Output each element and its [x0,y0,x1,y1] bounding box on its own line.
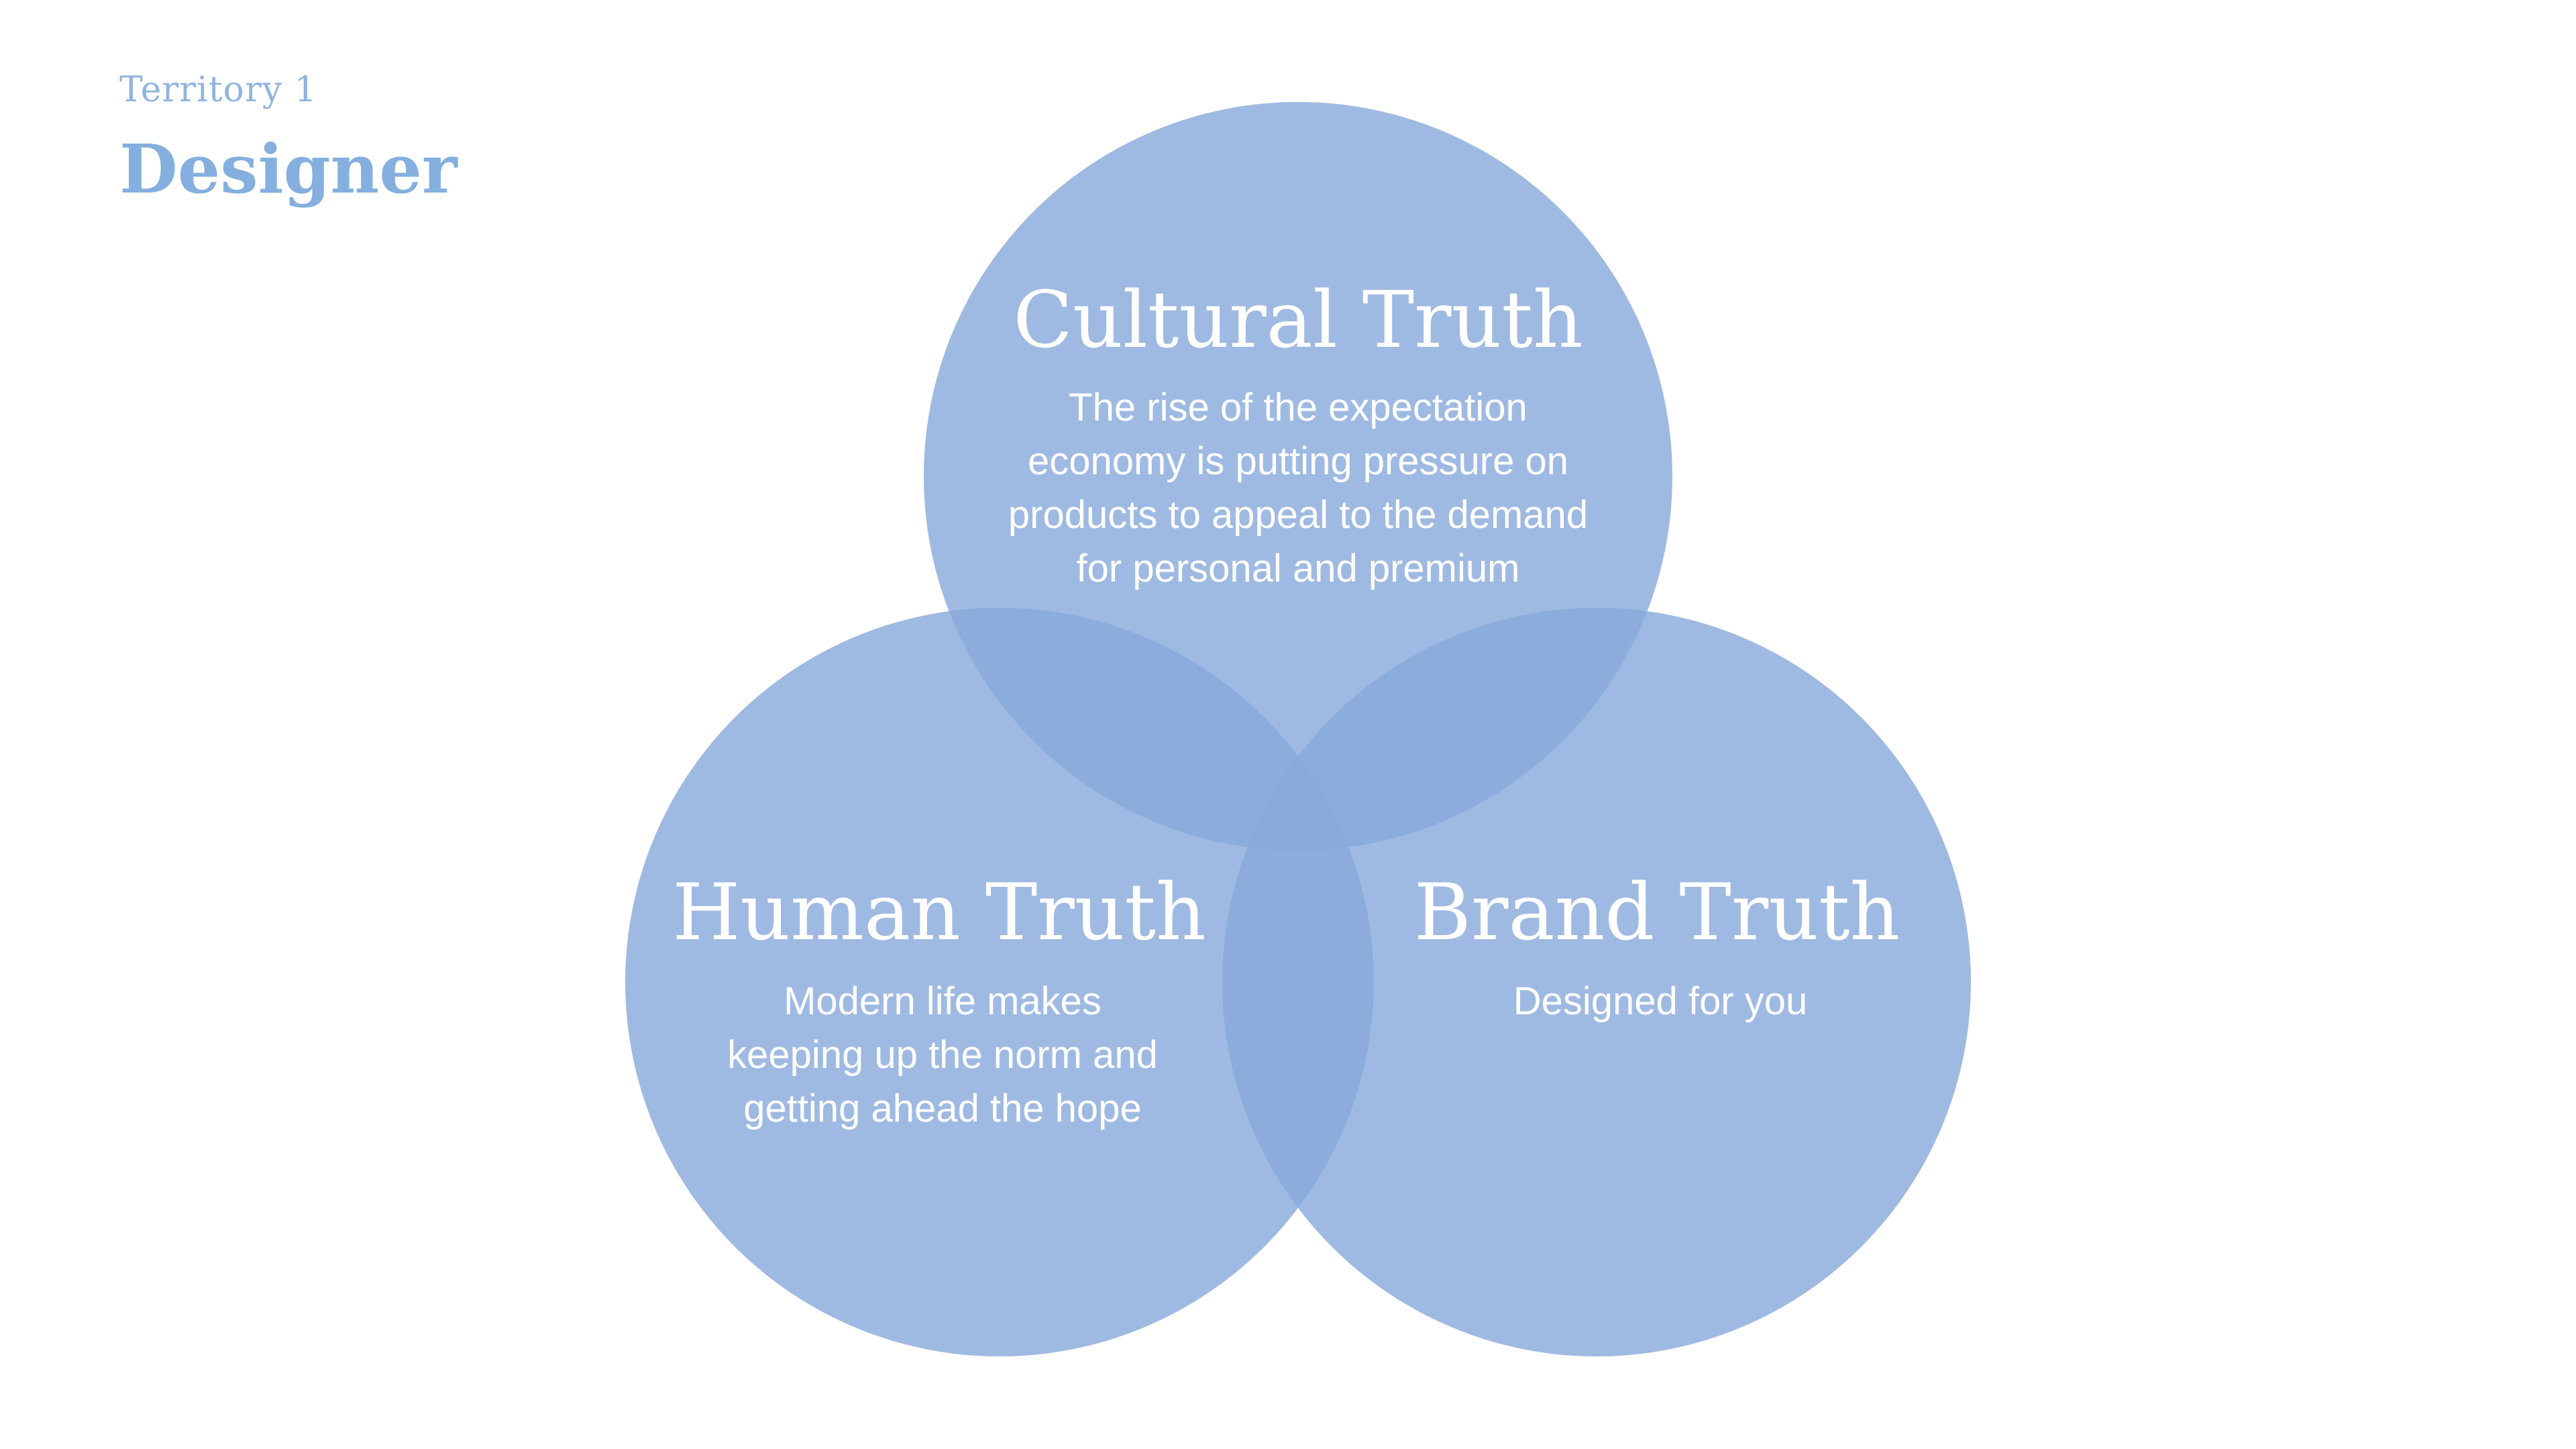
brand-truth-line: Designed for you [1513,979,1807,1023]
slide-title: Designer [119,129,458,209]
territory-label: Territory 1 [119,70,317,110]
slide-header: Territory 1 Designer [119,72,458,203]
human-truth-line: Modern life makes [784,979,1102,1023]
cultural-truth-line: The rise of the expectation [1069,386,1527,429]
human-truth-circle [625,608,1374,1356]
cultural-truth-line: for personal and premium [1077,547,1520,590]
cultural-truth-line: economy is putting pressure on [1028,439,1568,483]
human-truth-line: getting ahead the hope [743,1087,1141,1130]
cultural-truth-line: products to appeal to the demand [1008,493,1588,537]
brand-truth-circle [1222,608,1971,1356]
human-truth-title: Human Truth [672,867,1205,958]
cultural-truth-title: Cultural Truth [1013,275,1582,366]
human-truth-line: keeping up the norm and [727,1033,1158,1077]
brand-truth-title: Brand Truth [1414,867,1900,958]
